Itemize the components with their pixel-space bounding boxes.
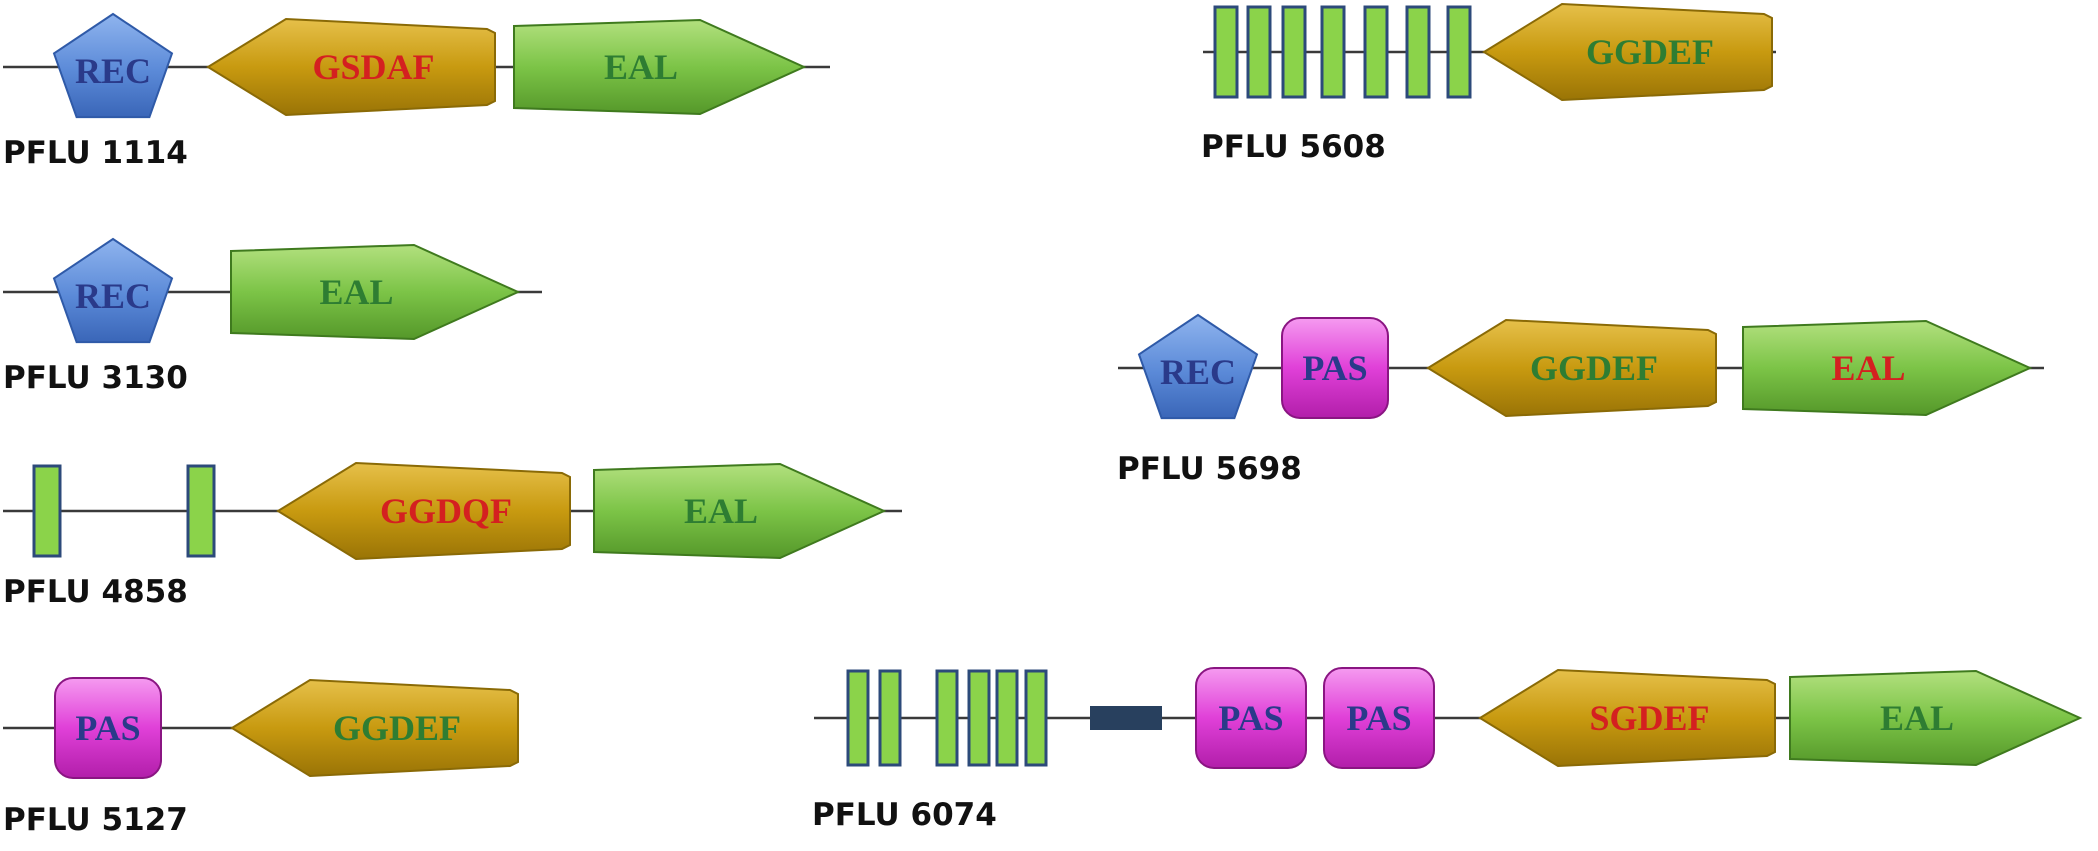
ggdef-domain-label: GGDEF (333, 708, 461, 748)
protein-name-label: PFLU 5127 (3, 802, 188, 838)
ggdef-domain (1482, 2, 1773, 102)
protein-row: PAS GGDEF PFLU 5127 (3, 677, 519, 838)
protein-name-label: PFLU 1114 (3, 135, 188, 171)
protein-row: REC EAL PFLU 3130 (3, 237, 542, 396)
eal-domain (1742, 319, 2033, 417)
transmembrane-segment (1405, 5, 1431, 99)
pas-domain-label: PAS (75, 708, 140, 748)
ggdef-domain-label: GGDEF (1530, 348, 1658, 388)
rec-domain (52, 237, 174, 344)
transmembrane-segment (846, 669, 870, 767)
transmembrane-segment (1281, 5, 1307, 99)
eal-domain (593, 462, 887, 560)
rec-domain-label: REC (75, 276, 151, 316)
eal-domain-label: EAL (319, 272, 393, 312)
eal-domain (1789, 669, 2083, 767)
pas-domain-label: PAS (1346, 698, 1411, 738)
transmembrane-segment (878, 669, 902, 767)
ggdef-domain-label: GSDAF (312, 47, 434, 87)
pas-domain (54, 677, 162, 779)
rec-domain (1137, 313, 1259, 420)
ggdef-domain (276, 461, 571, 561)
transmembrane-segment (1446, 5, 1472, 99)
protein-row: GGDEF PFLU 5608 (1201, 2, 1776, 165)
protein-name-label: PFLU 3130 (3, 360, 188, 396)
transmembrane-segment (186, 464, 216, 558)
transmembrane-segment (32, 464, 62, 558)
ggdef-domain (1478, 668, 1776, 768)
protein-name-label: PFLU 5698 (1117, 451, 1302, 487)
eal-domain (230, 243, 521, 341)
transmembrane-segment (1246, 5, 1272, 99)
rec-domain-label: REC (75, 51, 151, 91)
transmembrane-segment (1213, 5, 1239, 99)
pas-domain (1195, 667, 1307, 769)
transmembrane-segment (1320, 5, 1346, 99)
rec-domain (52, 12, 174, 119)
ggdef-domain-label: GGDEF (1586, 32, 1714, 72)
eal-domain-label: EAL (604, 47, 678, 87)
protein-row: GGDQF EAL PFLU 4858 (3, 461, 902, 610)
protein-name-label: PFLU 5608 (1201, 129, 1386, 165)
ggdef-domain (206, 17, 496, 117)
eal-domain (513, 18, 807, 116)
ggdef-domain (230, 678, 519, 778)
protein-row: REC PAS GGDEF EAL PFLU 5698 (1117, 313, 2044, 487)
protein-name-label: PFLU 4858 (3, 574, 188, 610)
transmembrane-segment (967, 669, 991, 767)
rec-domain-label: REC (1160, 352, 1236, 392)
ggdef-domain (1426, 318, 1717, 418)
pas-domain-label: PAS (1302, 348, 1367, 388)
pas-domain (1323, 667, 1435, 769)
protein-name-label: PFLU 6074 (812, 797, 997, 833)
transmembrane-segment (995, 669, 1019, 767)
pas-domain-label: PAS (1218, 698, 1283, 738)
eal-domain-label: EAL (1880, 698, 1954, 738)
ggdef-domain-label: SGDEF (1589, 698, 1709, 738)
eal-domain-label: EAL (684, 491, 758, 531)
protein-row: PAS PAS SGDEF EAL PFLU 6074 (812, 667, 2083, 833)
low-complexity-region (1090, 706, 1162, 730)
pas-domain (1281, 317, 1389, 419)
ggdef-domain-label: GGDQF (380, 491, 512, 531)
eal-domain-label: EAL (1831, 348, 1905, 388)
transmembrane-segment (1363, 5, 1389, 99)
protein-row: REC GSDAF EAL PFLU 1114 (3, 12, 830, 171)
transmembrane-segment (935, 669, 959, 767)
transmembrane-segment (1024, 669, 1048, 767)
